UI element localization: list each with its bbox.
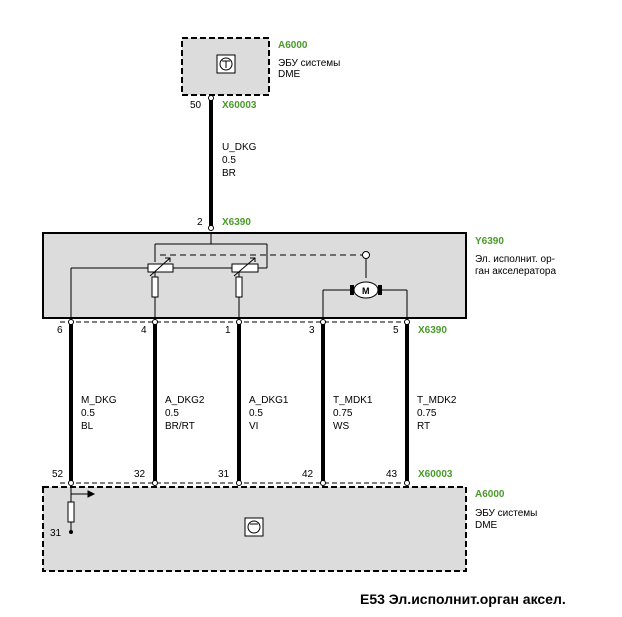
wire-top-name: U_DKG [222, 142, 257, 153]
wire-gauge-label: 0.5 [81, 408, 95, 419]
actuator-top-connector: X6390 [222, 217, 251, 228]
wire-terminal [236, 319, 242, 325]
wire-terminal [320, 319, 326, 325]
actuator-label-2: ган акселератора [475, 266, 556, 277]
wire-terminal [68, 319, 74, 325]
actuator-pin-label: 6 [57, 325, 63, 336]
motor-icon: M [350, 281, 382, 299]
wire-name-label: M_DKG [81, 395, 117, 406]
ecu-bottom-id: A6000 [475, 489, 505, 500]
ecu-top-id: A6000 [278, 40, 308, 51]
actuator-id: Y6390 [475, 236, 504, 247]
ecu-bottom-label-2: DME [475, 520, 498, 531]
ecu-pin-label: 32 [134, 469, 146, 480]
ecu-top-label-1: ЭБУ системы [278, 58, 340, 69]
wire-gauge-label: 0.75 [333, 408, 353, 419]
actuator-top-pin: 2 [197, 217, 203, 228]
ecu-ground-resistor [67, 483, 96, 534]
wire-terminal [320, 480, 326, 486]
ecu-top-connector: X60003 [222, 100, 257, 111]
actuator-bottom-connector: X6390 [418, 325, 447, 336]
wire-color-label: RT [417, 421, 430, 432]
actuator-pin-label: 3 [309, 325, 315, 336]
ecu-symbol-icon [216, 54, 236, 74]
actuator-pin-label: 1 [225, 325, 231, 336]
wire-terminal [68, 480, 74, 486]
ecu-bottom-label-1: ЭБУ системы [475, 508, 537, 519]
wire-name-label: T_MDK1 [333, 395, 373, 406]
wire-color-label: BL [81, 421, 94, 432]
wire-terminal [152, 480, 158, 486]
motor-label: M [362, 286, 370, 296]
ecu-pin-label: 31 [218, 469, 230, 480]
ecu-top-pin: 50 [190, 100, 202, 111]
actuator-pin-label: 5 [393, 325, 399, 336]
wire-top-color: BR [222, 168, 236, 179]
wire-top-gauge: 0.5 [222, 155, 236, 166]
ecu-pin-label: 43 [386, 469, 398, 480]
wire-gauge-label: 0.75 [417, 408, 437, 419]
ecu-ground-pin: 31 [50, 528, 62, 539]
wire-bundle: 6 52 M_DKG 0.5BL 4 32 A_DKG2 0.5BR/RT 1 31 A_DKG1 0… [52, 319, 457, 486]
actuator-label-1: Эл. исполнит. ор- [475, 254, 555, 265]
ecu-bottom-symbol-icon [244, 517, 264, 537]
wire-name-label: A_DKG1 [249, 395, 289, 406]
wire-color-label: BR/RT [165, 421, 195, 432]
wire-gauge-label: 0.5 [249, 408, 263, 419]
wire-terminal [152, 319, 158, 325]
actuator-pin-label: 4 [141, 325, 147, 336]
wire-color-label: WS [333, 421, 349, 432]
actuator-box [42, 232, 467, 319]
wire-terminal [236, 480, 242, 486]
ecu-top-label-2: DME [278, 69, 301, 80]
wire-terminal [404, 319, 410, 325]
ecu-pin-label: 52 [52, 469, 64, 480]
ecu-pin-label: 42 [302, 469, 314, 480]
ecu-bottom-connector: X60003 [418, 469, 453, 480]
wire-name-label: A_DKG2 [165, 395, 205, 406]
wire-color-label: VI [249, 421, 258, 432]
wire-terminal [404, 480, 410, 486]
wire-gauge-label: 0.5 [165, 408, 179, 419]
actuator-internal-circuit [70, 233, 408, 322]
wire-name-label: T_MDK2 [417, 395, 457, 406]
diagram-title: E53 Эл.исполнит.орган аксел. [360, 591, 566, 607]
